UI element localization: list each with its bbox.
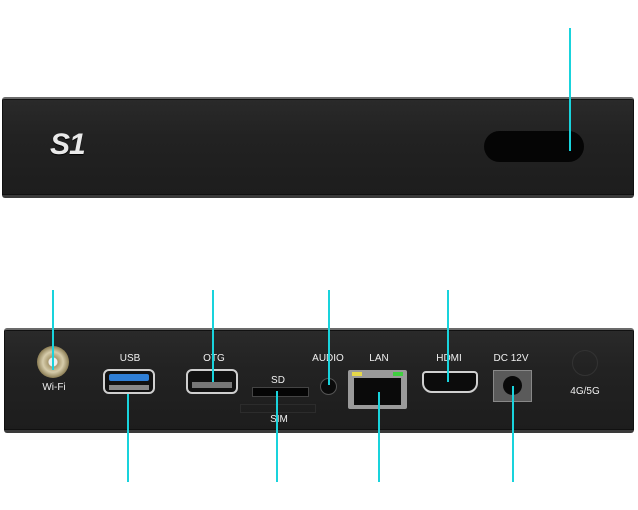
callout-line-hdmi bbox=[447, 290, 449, 382]
cellular-label: 4G/5G bbox=[570, 386, 600, 397]
sim-label: SIM bbox=[270, 414, 288, 425]
callout-line-ir bbox=[569, 28, 571, 151]
callout-line-sd bbox=[276, 391, 278, 482]
callout-line-lan bbox=[378, 392, 380, 482]
callout-line-wifi bbox=[52, 290, 54, 370]
usb-port bbox=[103, 369, 155, 394]
callout-line-otg bbox=[212, 290, 214, 382]
callout-line-dc bbox=[512, 386, 514, 482]
dc-label: DC 12V bbox=[493, 353, 529, 364]
sd-slot bbox=[252, 387, 309, 397]
sim-slot bbox=[240, 404, 316, 413]
logo: S1 bbox=[50, 128, 86, 161]
callout-line-audio bbox=[328, 290, 330, 385]
lan-label: LAN bbox=[369, 353, 389, 364]
hdmi-port bbox=[422, 371, 478, 393]
back-panel bbox=[4, 328, 634, 433]
hdmi-label: HDMI bbox=[436, 353, 462, 364]
lan-port bbox=[348, 370, 407, 409]
otg-label: OTG bbox=[203, 353, 225, 364]
usb-label: USB bbox=[119, 353, 141, 364]
sd-label: SD bbox=[271, 375, 285, 386]
cellular-antenna-hole bbox=[572, 350, 598, 376]
wifi-label: Wi-Fi bbox=[42, 382, 66, 393]
ir-window bbox=[484, 131, 584, 162]
callout-line-usb bbox=[127, 394, 129, 482]
